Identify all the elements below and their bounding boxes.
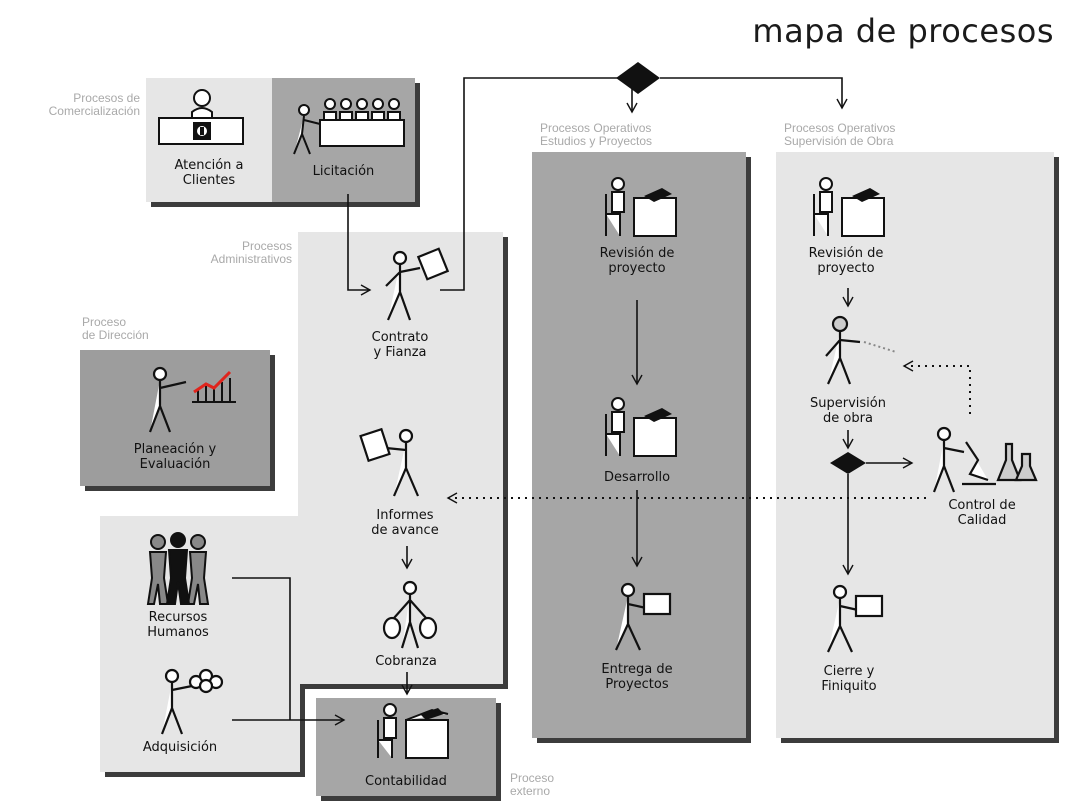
panel-administrativos-join bbox=[292, 516, 322, 684]
node-atencion: Atención a Clientes bbox=[174, 158, 244, 188]
group-label-administrativos: Procesos Administrativos bbox=[210, 239, 292, 266]
connector-recursos-contabilidad bbox=[232, 577, 291, 720]
node-control: Control de Calidad bbox=[948, 498, 1016, 528]
person-with-contract-icon bbox=[385, 247, 450, 321]
group-label-comercializacion: Procesos de Comercialización bbox=[48, 91, 140, 118]
person-carrying-box-icon bbox=[827, 584, 884, 653]
clerk-at-desk-icon bbox=[158, 89, 244, 145]
node-entrega: Entrega de Proyectos bbox=[601, 662, 673, 692]
node-informes: Informes de avance bbox=[371, 508, 439, 538]
group-label-supervision: Procesos Operativos Supervisión de Obra bbox=[784, 121, 896, 148]
group-label-externo: Proceso externo bbox=[510, 771, 555, 798]
person-at-desk-icon bbox=[377, 703, 449, 759]
node-desarrollo: Desarrollo bbox=[603, 470, 671, 485]
person-carrying-goods-icon bbox=[160, 668, 224, 735]
lab-technician-icon bbox=[932, 426, 1038, 493]
bidding-committee-icon bbox=[293, 98, 405, 155]
connector-control-supervision-feedback bbox=[902, 360, 971, 414]
person-at-desk-icon bbox=[605, 177, 677, 237]
node-revision-supervision: Revisión de proyecto bbox=[808, 246, 884, 276]
inspector-icon bbox=[825, 315, 897, 385]
decision-diamond-supervision bbox=[830, 452, 866, 474]
page-title: mapa de procesos bbox=[752, 12, 1054, 50]
node-cobranza: Cobranza bbox=[375, 654, 437, 669]
node-contabilidad: Contabilidad bbox=[365, 774, 447, 789]
person-at-desk-icon bbox=[813, 177, 885, 237]
node-recursos: Recursos Humanos bbox=[147, 610, 209, 640]
presenter-chart-icon bbox=[148, 366, 236, 433]
panel-direccion bbox=[80, 350, 270, 486]
group-of-people-icon bbox=[146, 532, 210, 605]
node-contrato: Contrato y Fianza bbox=[371, 330, 429, 360]
connector-contrato-decision bbox=[440, 77, 618, 291]
person-carrying-box-icon bbox=[615, 582, 672, 651]
node-planeacion: Planeación y Evaluación bbox=[133, 442, 217, 472]
person-with-money-bags-icon bbox=[382, 580, 438, 649]
node-cierre: Cierre y Finiquito bbox=[821, 664, 877, 694]
panel-administrativos bbox=[298, 232, 503, 684]
connector-licitacion-contrato bbox=[347, 194, 372, 296]
node-supervision-obra: Supervisión de obra bbox=[810, 396, 886, 426]
person-at-desk-icon bbox=[605, 397, 677, 457]
node-licitacion: Licitación bbox=[312, 164, 375, 179]
group-label-estudios: Procesos Operativos Estudios y Proyectos bbox=[540, 121, 653, 148]
connector-decision-estudios bbox=[660, 77, 848, 110]
person-with-report-icon bbox=[359, 427, 420, 497]
node-adquisicion: Adquisición bbox=[142, 740, 218, 755]
decision-diamond-top bbox=[616, 62, 660, 94]
node-revision-estudios: Revisión de proyecto bbox=[599, 246, 675, 276]
group-label-direccion: Proceso de Dirección bbox=[82, 315, 149, 342]
